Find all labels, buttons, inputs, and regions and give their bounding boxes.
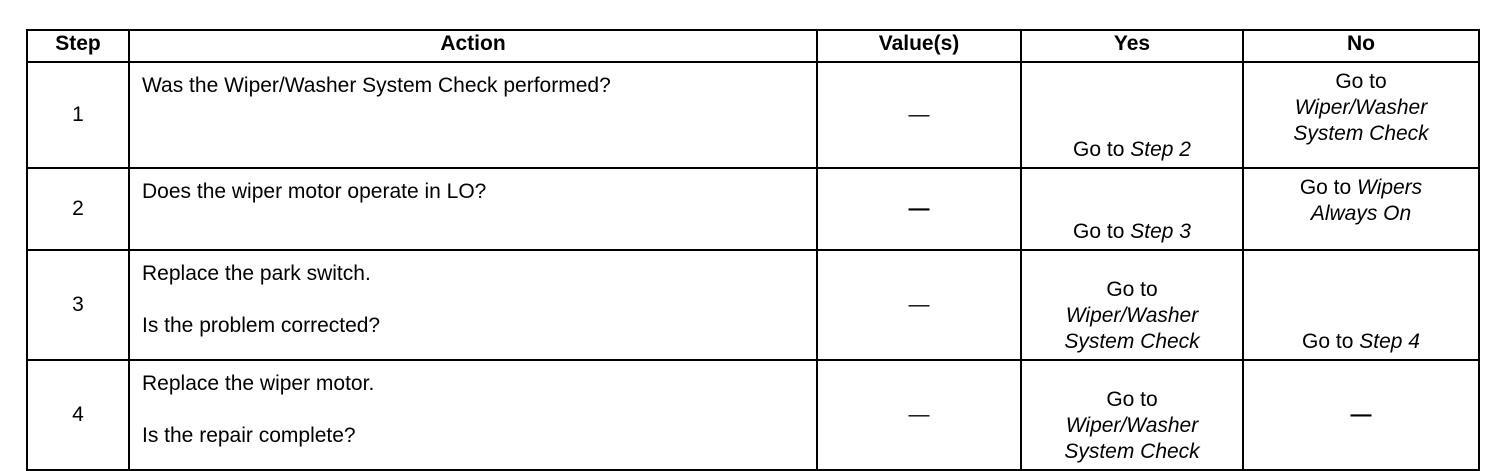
step-number: 4 (26, 359, 130, 471)
yes-prefix: Go to (1073, 220, 1131, 243)
header-yes: Yes (1020, 29, 1244, 63)
header-values: Value(s) (816, 29, 1022, 63)
yes-ref: System Check (1064, 330, 1200, 353)
value-cell: — (816, 167, 1022, 251)
table-header-row: Step Action Value(s) Yes No (26, 29, 1480, 63)
action-cell: Replace the wiper motor. Is the repair c… (128, 359, 818, 471)
step-number: 2 (26, 167, 130, 251)
action-cell: Replace the park switch. Is the problem … (128, 249, 818, 361)
no-ref: Wiper/Washer (1294, 96, 1428, 119)
yes-ref: Wiper/Washer (1065, 304, 1199, 327)
action-text: Does the wiper motor operate in LO? (142, 180, 487, 203)
action-text: Replace the park switch. (142, 262, 371, 285)
no-cell: Go to Wipers Always On (1242, 167, 1480, 251)
no-ref: System Check (1293, 122, 1429, 145)
no-cell: — (1242, 359, 1480, 471)
table-row: 3 Replace the park switch. Is the proble… (26, 249, 1480, 361)
no-ref: Step 4 (1359, 330, 1420, 353)
yes-cell: Go to Step 2 (1020, 61, 1244, 169)
no-ref: Wipers (1357, 176, 1423, 199)
yes-cell: Go to Wiper/Washer System Check (1020, 359, 1244, 471)
action-text: Replace the wiper motor. (142, 372, 375, 395)
diagnostic-table: Step Action Value(s) Yes No 1 Was the Wi… (26, 29, 1480, 471)
action-cell: Does the wiper motor operate in LO? (128, 167, 818, 251)
action-text: Is the repair complete? (142, 424, 356, 447)
yes-prefix: Go to (1073, 138, 1131, 161)
header-action: Action (128, 29, 818, 63)
table-row: 2 Does the wiper motor operate in LO? — … (26, 167, 1480, 251)
step-number: 3 (26, 249, 130, 361)
value-cell: — (816, 61, 1022, 169)
yes-ref: Step 3 (1130, 220, 1191, 243)
no-ref: Always On (1310, 202, 1412, 225)
no-prefix: Go to (1302, 330, 1360, 353)
value-text: — (908, 103, 930, 126)
value-text: — (908, 197, 930, 220)
value-text: — (908, 403, 930, 426)
no-text: — (1350, 403, 1372, 426)
action-text: Was the Wiper/Washer System Check perfor… (142, 74, 611, 97)
header-step: Step (26, 29, 130, 63)
value-text: — (908, 293, 930, 316)
yes-ref: Step 2 (1130, 138, 1191, 161)
yes-prefix: Go to (1106, 278, 1158, 301)
yes-cell: Go to Wiper/Washer System Check (1020, 249, 1244, 361)
value-cell: — (816, 359, 1022, 471)
yes-ref: Wiper/Washer (1065, 414, 1199, 437)
yes-ref: System Check (1064, 440, 1200, 463)
header-no: No (1242, 29, 1480, 63)
yes-cell: Go to Step 3 (1020, 167, 1244, 251)
step-number: 1 (26, 61, 130, 169)
no-cell: Go to Wiper/Washer System Check (1242, 61, 1480, 169)
action-cell: Was the Wiper/Washer System Check perfor… (128, 61, 818, 169)
yes-prefix: Go to (1106, 388, 1158, 411)
no-prefix: Go to (1299, 176, 1358, 199)
no-cell: Go to Step 4 (1242, 249, 1480, 361)
action-text: Is the problem corrected? (142, 314, 381, 337)
table-row: 1 Was the Wiper/Washer System Check perf… (26, 61, 1480, 169)
table-row: 4 Replace the wiper motor. Is the repair… (26, 359, 1480, 471)
value-cell: — (816, 249, 1022, 361)
no-prefix: Go to (1335, 70, 1387, 93)
